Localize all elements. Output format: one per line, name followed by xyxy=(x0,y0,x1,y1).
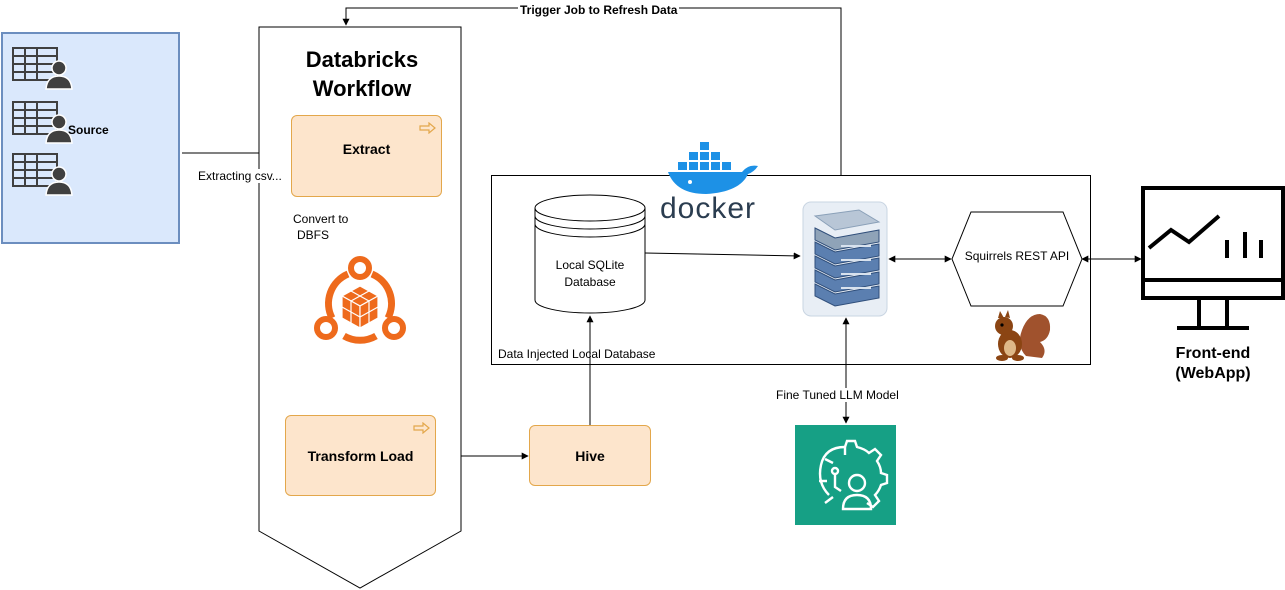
extract-node[interactable]: Extract xyxy=(291,115,442,197)
monitor-chart-icon xyxy=(1141,186,1285,330)
frontend-label: Front-end (WebApp) xyxy=(1141,344,1285,384)
server-stack-icon xyxy=(802,201,888,317)
frontend-label-line2: (WebApp) xyxy=(1175,365,1251,382)
convert-dbfs-label-line1: Convert to xyxy=(293,212,349,226)
table-user-icon xyxy=(12,47,73,90)
squirrel-icon xyxy=(995,310,1051,361)
sqlite-database-icon xyxy=(534,194,646,314)
table-user-icon xyxy=(12,101,73,144)
hive-label: Hive xyxy=(575,447,605,464)
sqlite-label-line1: Local SQLite xyxy=(555,258,625,272)
sqlite-label: Local SQLite Database xyxy=(534,257,646,291)
node-arrow-icon xyxy=(419,122,436,134)
table-user-icon xyxy=(12,153,73,196)
docker-wordmark: docker xyxy=(660,192,757,225)
fine-tuned-label: Fine Tuned LLM Model xyxy=(775,388,900,402)
convert-dbfs-label-line2: DBFS xyxy=(297,228,330,242)
data-injected-label: Data Injected Local Database xyxy=(498,347,656,361)
hive-node[interactable]: Hive xyxy=(529,425,651,486)
workflow-title: Databricks Workflow xyxy=(262,44,462,104)
squirrels-api-label: Squirrels REST API xyxy=(964,249,1070,263)
ml-gear-head-icon xyxy=(795,425,896,525)
frontend-label-line1: Front-end xyxy=(1175,345,1251,362)
workflow-title-line2: Workflow xyxy=(312,76,412,101)
workflow-title-line1: Databricks xyxy=(305,47,419,72)
squirrels-api-hexagon xyxy=(951,211,1083,307)
edge-sqlite-server xyxy=(644,252,801,260)
docker-whale-icon xyxy=(668,142,758,194)
source-container xyxy=(1,32,180,244)
databricks-delta-icon xyxy=(314,256,406,344)
transform-load-label: Transform Load xyxy=(307,447,414,464)
extract-label: Extract xyxy=(342,141,391,157)
docker-container xyxy=(491,175,1091,365)
sqlite-label-line2: Database xyxy=(564,275,616,289)
node-arrow-icon xyxy=(413,422,430,434)
extracting-csv-label: Extracting csv... xyxy=(198,169,282,183)
source-label: Source xyxy=(68,123,109,137)
transform-load-node[interactable]: Transform Load xyxy=(285,415,436,496)
trigger-job-label: Trigger Job to Refresh Data xyxy=(518,3,680,17)
